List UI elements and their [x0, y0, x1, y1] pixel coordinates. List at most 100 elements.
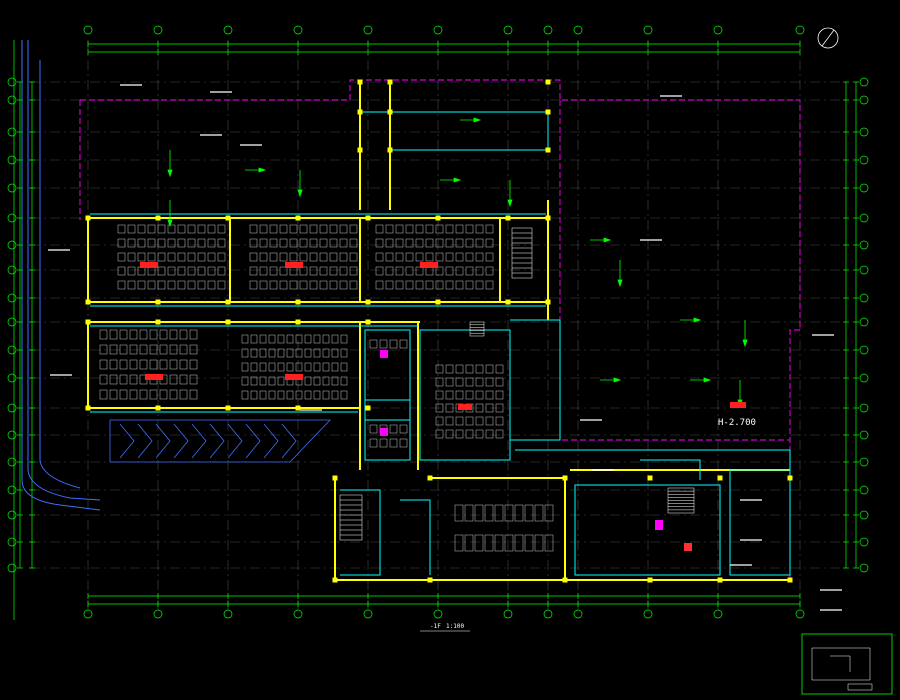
seat: [485, 224, 494, 234]
windows-and-partitions: [90, 111, 791, 576]
seat: [445, 416, 454, 426]
seat: [187, 238, 196, 248]
column: [717, 475, 723, 481]
seat: [385, 238, 394, 248]
column: [365, 215, 371, 221]
seat: [399, 424, 408, 434]
seat: [259, 238, 268, 248]
seat: [485, 252, 494, 262]
seat: [475, 390, 484, 400]
north-arrow-icon: [817, 27, 839, 49]
seat: [217, 252, 226, 262]
seat: [339, 238, 348, 248]
column: [562, 475, 568, 481]
seat: [340, 348, 348, 358]
axis-bubble: [7, 373, 17, 383]
seat: [129, 344, 138, 355]
seat: [139, 389, 148, 400]
column: [85, 215, 91, 221]
seat: [197, 266, 206, 276]
axis-bubble: [713, 609, 723, 619]
seat: [319, 224, 328, 234]
seat: [295, 348, 303, 358]
axis-bubble: [859, 345, 869, 355]
axis-grid-lines: [30, 40, 850, 610]
seat: [379, 438, 388, 448]
column: [357, 109, 363, 115]
axis-bubble: [643, 25, 653, 35]
hatch-stroke: [155, 423, 171, 459]
seat: [309, 266, 318, 276]
seat: [395, 238, 404, 248]
axis-bubble: [153, 609, 163, 619]
seat: [295, 390, 303, 400]
axis-bubble: [543, 25, 553, 35]
seat: [435, 224, 444, 234]
seat: [475, 364, 484, 374]
seat: [268, 362, 276, 372]
seat: [445, 280, 454, 290]
hatch-stroke: [137, 423, 153, 459]
seat: [385, 252, 394, 262]
seat: [475, 266, 484, 276]
seat: [495, 403, 504, 413]
seat: [197, 224, 206, 234]
seat: [129, 374, 138, 385]
seat: [179, 329, 188, 340]
seat: [189, 389, 198, 400]
seat: [137, 252, 146, 262]
axis-bubble: [433, 25, 443, 35]
axis-bubble: [795, 609, 805, 619]
seat: [139, 344, 148, 355]
seat: [331, 362, 339, 372]
axis-bubble: [795, 25, 805, 35]
stair-outline: [469, 321, 485, 337]
seat: [289, 280, 298, 290]
seat: [279, 252, 288, 262]
seat: [197, 252, 206, 262]
seat: [286, 362, 294, 372]
seat: [250, 390, 258, 400]
seat: [339, 224, 348, 234]
room-tags: [140, 262, 746, 551]
column: [545, 109, 551, 115]
seat: [395, 266, 404, 276]
seat: [117, 238, 126, 248]
seat: [313, 348, 321, 358]
axis-bubble: [7, 537, 17, 547]
seat: [415, 238, 424, 248]
seat: [277, 390, 285, 400]
seat: [375, 252, 384, 262]
seat: [309, 252, 318, 262]
seat: [109, 329, 118, 340]
axis-bubble: [859, 77, 869, 87]
column: [365, 299, 371, 305]
seat: [169, 389, 178, 400]
seat: [445, 224, 454, 234]
hatch-stroke: [191, 423, 207, 459]
seat: [349, 238, 358, 248]
arrow-head: [693, 317, 702, 323]
seat: [259, 348, 267, 358]
arrow-head: [258, 167, 267, 173]
column: [332, 577, 338, 583]
seat: [495, 364, 504, 374]
seat: [277, 376, 285, 386]
column: [357, 79, 363, 85]
column: [562, 577, 568, 583]
seat: [435, 266, 444, 276]
seat: [249, 252, 258, 262]
seat: [475, 416, 484, 426]
seat: [475, 224, 484, 234]
seat: [177, 252, 186, 262]
seat: [504, 534, 514, 552]
seat: [415, 252, 424, 262]
seat: [425, 238, 434, 248]
seat: [250, 348, 258, 358]
axis-bubble: [859, 183, 869, 193]
seat: [319, 238, 328, 248]
seat: [167, 238, 176, 248]
key-plan-inset: [801, 633, 893, 695]
seat: [268, 334, 276, 344]
